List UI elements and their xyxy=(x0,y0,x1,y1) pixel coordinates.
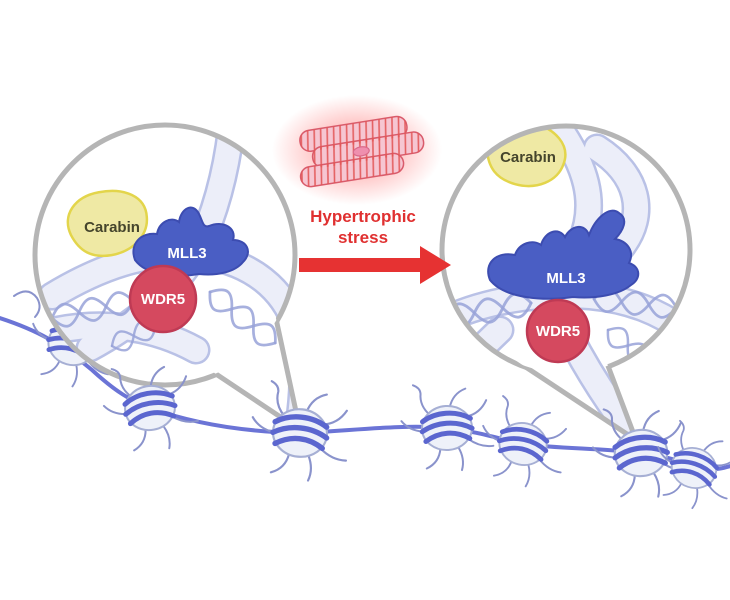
wdr5-circle-left xyxy=(128,264,198,334)
mll3-label-right: MLL3 xyxy=(546,270,585,287)
nucleosome xyxy=(473,393,574,493)
mll3-blob-left xyxy=(132,206,249,277)
wdr5-circle-right xyxy=(525,298,591,364)
carabin-blob-left xyxy=(66,189,149,258)
stress-arrow xyxy=(299,246,451,284)
carabin-label-right: Carabin xyxy=(500,149,556,166)
wdr5-label-left: WDR5 xyxy=(141,291,185,308)
left-bubble-outline xyxy=(32,122,298,388)
muscle-icon xyxy=(299,115,425,188)
stray-histone-tail xyxy=(13,290,41,318)
muscle-nucleus xyxy=(352,146,370,157)
stress-label-line1: Hypertrophic xyxy=(310,207,416,226)
wdr5-label-right: WDR5 xyxy=(536,323,580,340)
carabin-label-left: Carabin xyxy=(84,219,140,236)
mll3-label-left: MLL3 xyxy=(167,245,206,262)
right-bubble-outline xyxy=(439,123,693,377)
mll3-blob-right xyxy=(487,209,640,300)
stress-label-line2: stress xyxy=(338,228,388,247)
